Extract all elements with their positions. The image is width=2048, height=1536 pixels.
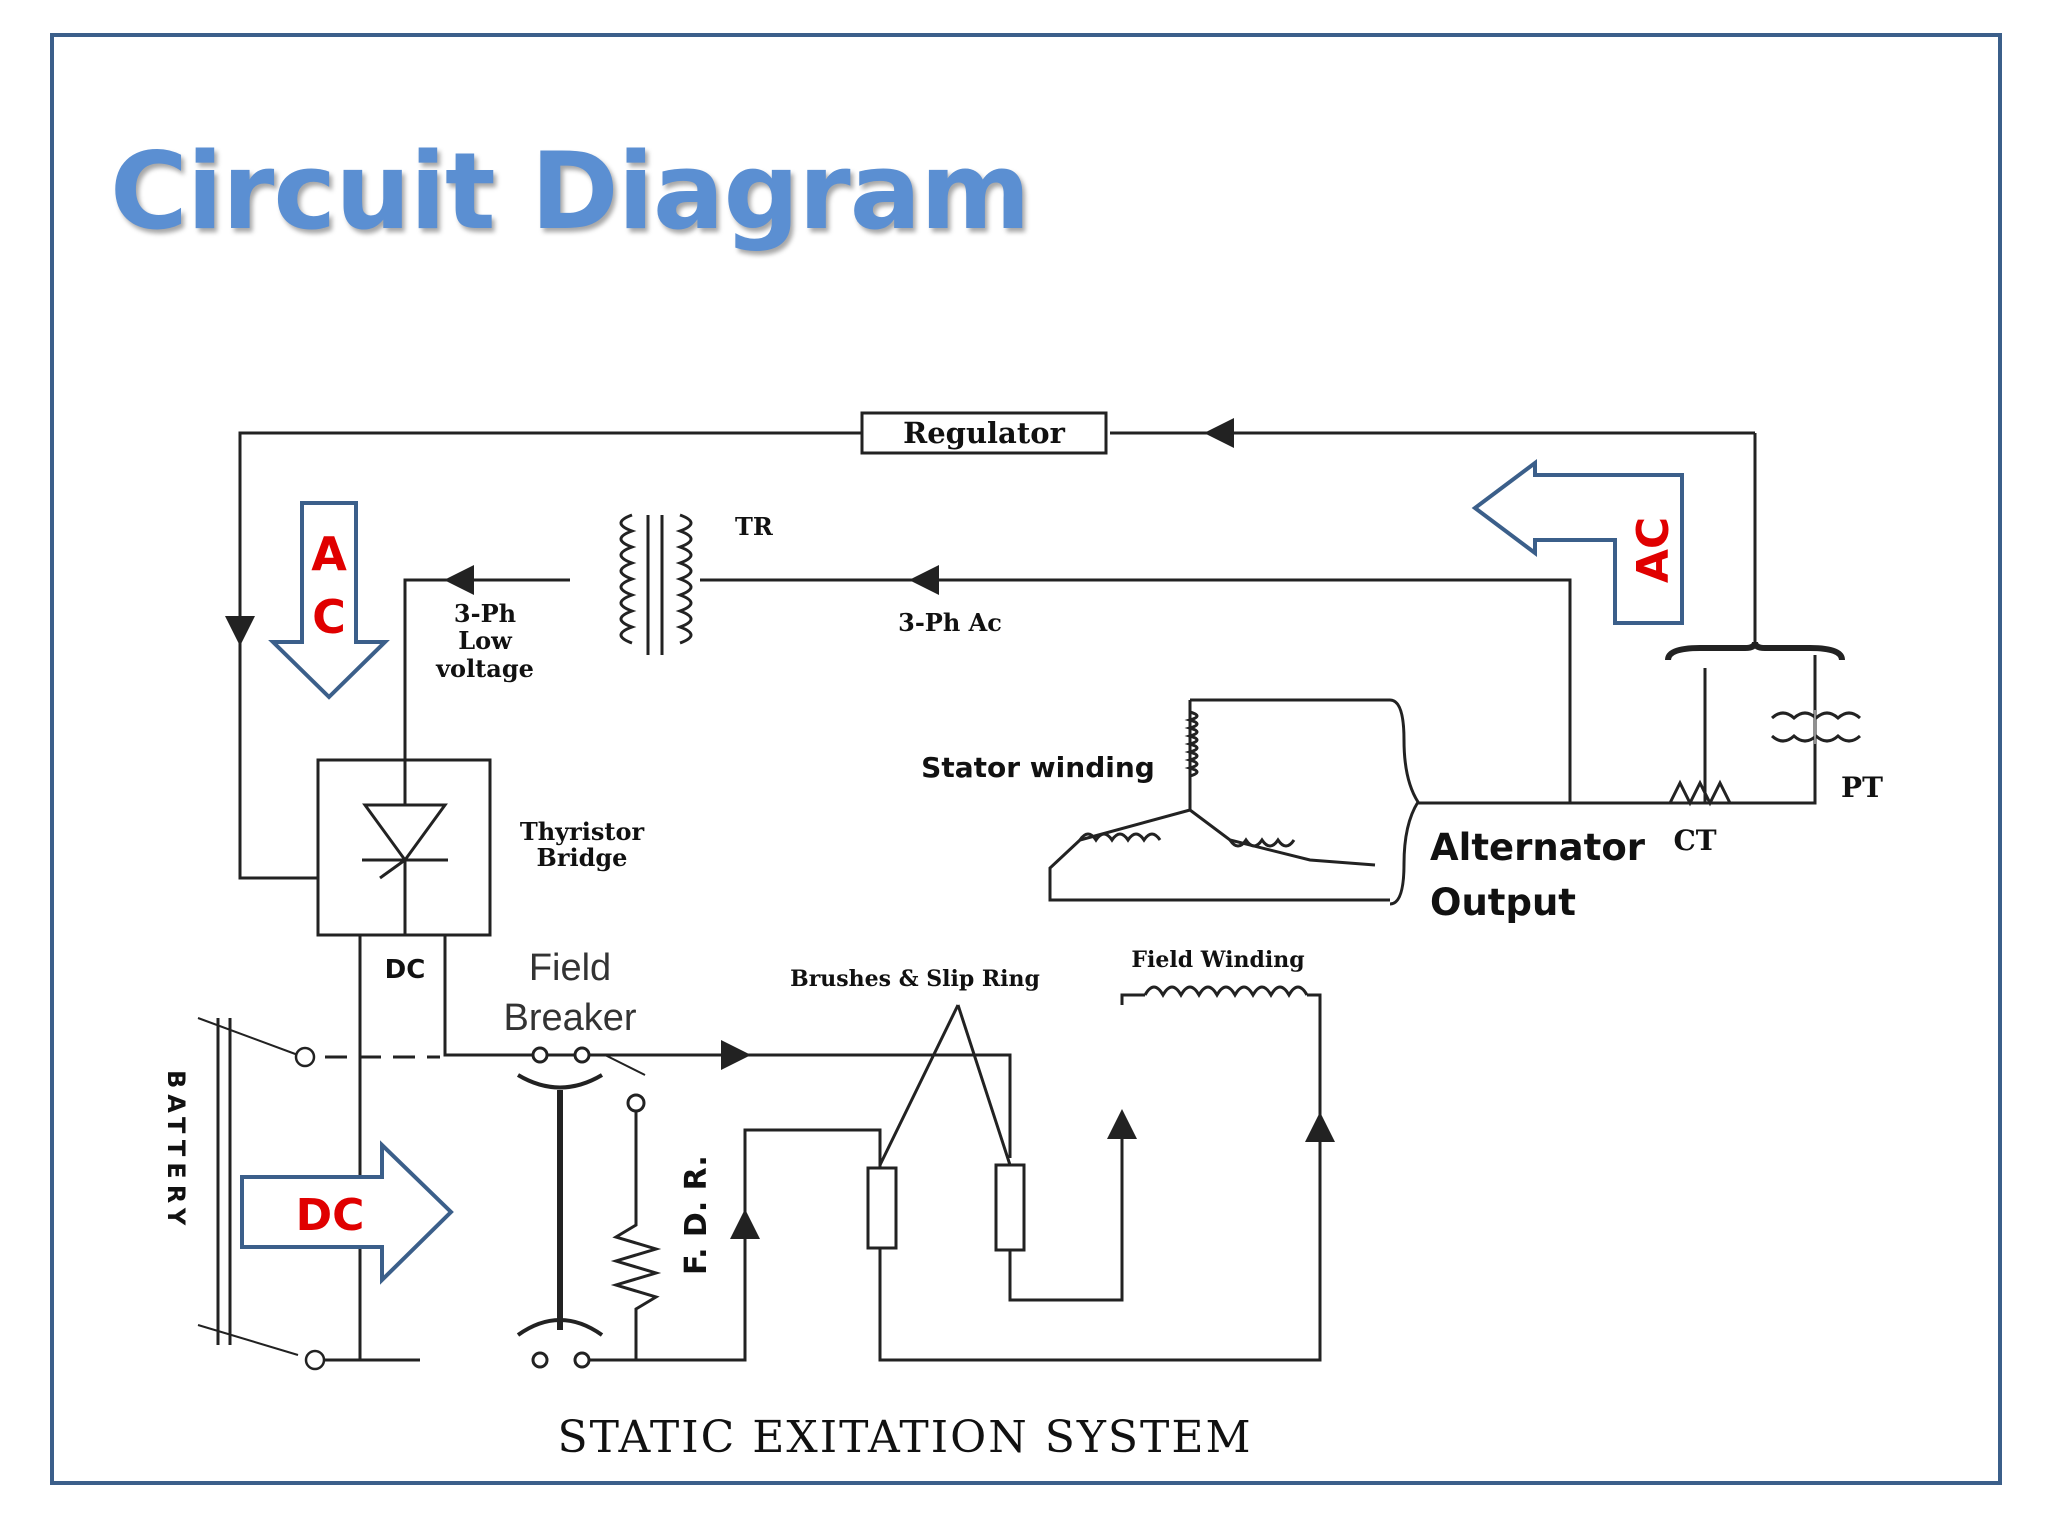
field-winding-label: Field Winding xyxy=(1131,947,1304,973)
dc-right-arrow: DC xyxy=(240,1140,454,1285)
tr-label: TR xyxy=(735,512,774,541)
lv-label-1: 3-Ph xyxy=(454,599,516,628)
regulator-label: Regulator xyxy=(903,416,1065,450)
ac-right-label: AC xyxy=(1628,517,1679,583)
slide-frame xyxy=(50,33,2002,1485)
field-return-wire xyxy=(590,1005,1322,1362)
battery-label: BATTERY xyxy=(162,1070,190,1231)
brushes-label: Brushes & Slip Ring xyxy=(790,966,1040,992)
stator-winding xyxy=(1048,698,1390,902)
field-winding xyxy=(1120,985,1322,1010)
regulator-block: Regulator xyxy=(860,411,1108,455)
transformer-tr: TR xyxy=(619,512,774,655)
ac-left-letter-a: A xyxy=(311,527,347,581)
ct-label: CT xyxy=(1673,824,1716,857)
lv-label-2: Low xyxy=(458,626,513,655)
brushes-slip-ring xyxy=(866,1004,1137,1302)
lv-label-3: voltage xyxy=(435,654,534,683)
pt-label: PT xyxy=(1841,771,1883,804)
field-breaker-label-1: Field xyxy=(529,947,611,989)
ct-pt-section xyxy=(1418,641,1862,807)
dc-negative-wire xyxy=(358,935,420,1362)
thyristor-bridge xyxy=(316,758,492,937)
alternator-label-2: Output xyxy=(1430,881,1576,924)
ph-ac-label: 3-Ph Ac xyxy=(898,608,1002,637)
ac-down-arrow: A C xyxy=(268,501,390,700)
diagram-caption: STATIC EXITATION SYSTEM xyxy=(557,1412,1252,1463)
battery xyxy=(197,1017,440,1371)
thyristor-label-1: Thyristor xyxy=(520,817,645,846)
alternator-label-1: Alternator xyxy=(1430,826,1646,869)
ac-left-letter-c: C xyxy=(312,590,346,644)
field-breaker-label-2: Breaker xyxy=(503,997,636,1039)
stator-label: Stator winding xyxy=(921,751,1155,784)
field-breaker xyxy=(516,1046,662,1369)
fdr-label: F. D. R. xyxy=(679,1155,714,1275)
alternator-brace xyxy=(1389,698,1420,906)
dc-arrow-label: DC xyxy=(296,1190,365,1241)
ac-bend-arrow: AC xyxy=(1471,459,1684,625)
slide-title: Circuit Diagram xyxy=(110,130,1031,253)
thyristor-label-2: Bridge xyxy=(537,843,628,872)
dc-small-label: DC xyxy=(385,955,426,985)
